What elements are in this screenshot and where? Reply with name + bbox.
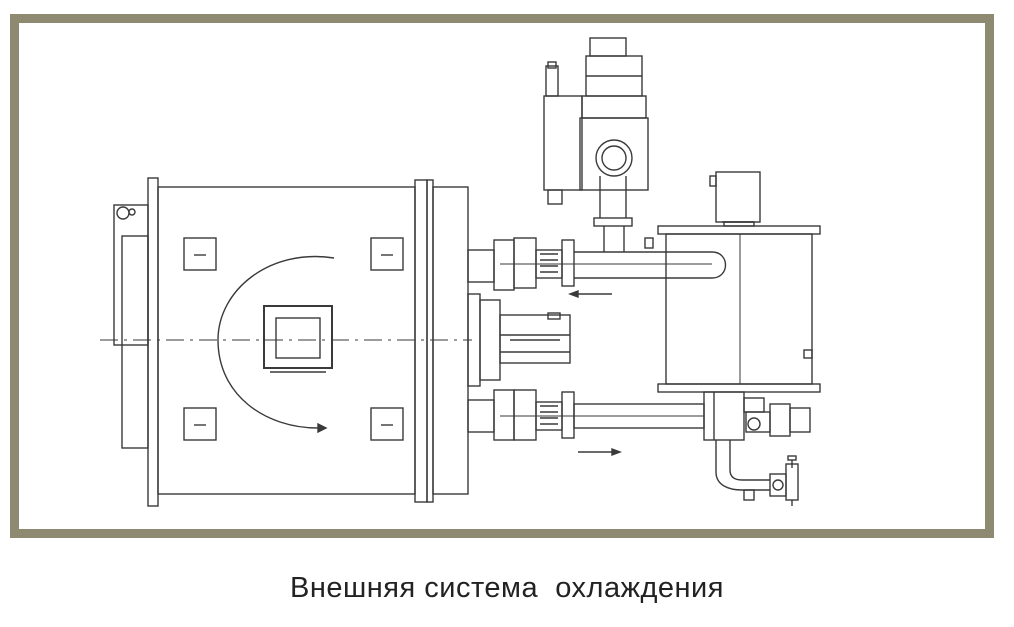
upper-pipe <box>467 237 727 299</box>
rotation-arrow <box>217 255 335 434</box>
motor-gearbox <box>543 37 649 252</box>
middle-flange <box>467 293 571 387</box>
drawing-frame <box>10 14 994 538</box>
tank-valves <box>703 391 811 506</box>
diagram-caption: Внешняя система охлаждения <box>290 572 724 604</box>
cooling-tank <box>644 171 821 393</box>
drum-body <box>113 177 469 507</box>
lower-pipe <box>467 389 705 457</box>
